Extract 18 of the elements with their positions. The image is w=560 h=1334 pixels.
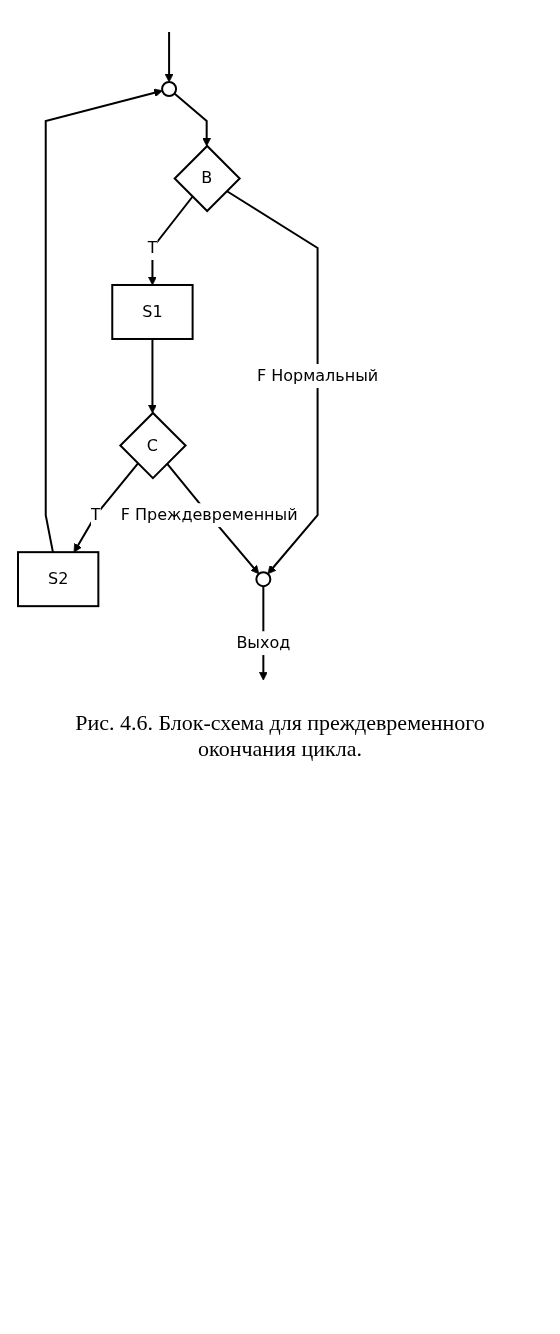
arrow: [148, 338, 157, 414]
node-diamond: C: [118, 411, 187, 480]
arrow: [44, 88, 163, 554]
edge-label: F Преждевременный: [120, 505, 298, 525]
node-circle: [161, 81, 178, 97]
node-circle: [255, 571, 272, 588]
caption: Рис. 4.6. Блок-схема для преждевременного окончания цикла.: [74, 710, 486, 763]
node-box: S2: [17, 551, 100, 608]
arrow: [173, 92, 212, 147]
edge-label: T: [147, 237, 158, 257]
arrow: [225, 190, 319, 575]
arrow: [164, 31, 174, 83]
arrow: [73, 462, 139, 553]
edge-label: Выход: [236, 633, 291, 653]
edge-label: T: [90, 505, 101, 525]
node-diamond: B: [173, 144, 242, 213]
node-box: S1: [111, 284, 194, 340]
edge-label: F Нормальный: [256, 365, 379, 385]
